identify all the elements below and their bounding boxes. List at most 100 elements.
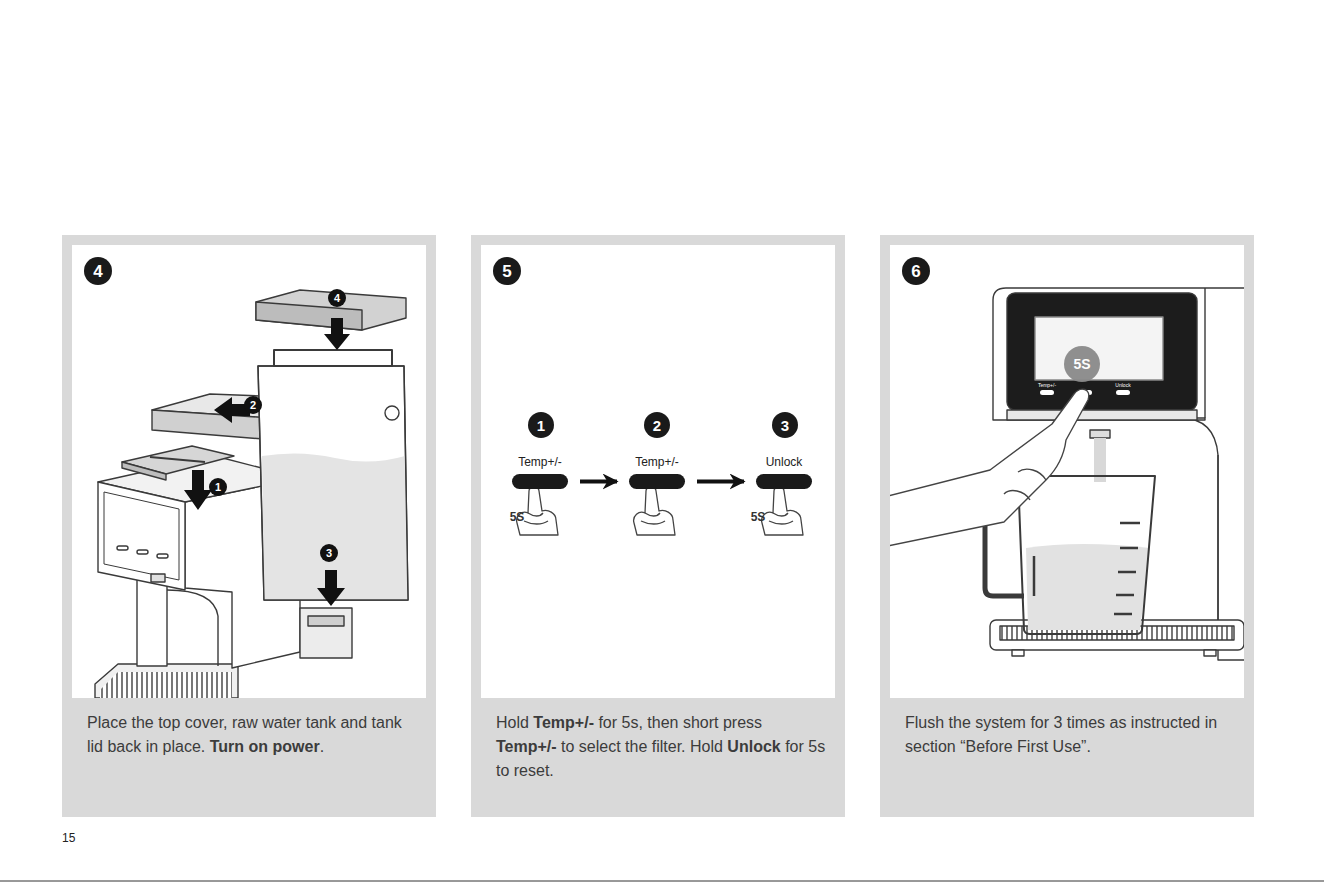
art-shape <box>1000 626 1234 640</box>
callout-number: 4 <box>328 289 346 307</box>
number-text: 2 <box>653 418 661 433</box>
text-run: 4 <box>334 292 340 304</box>
art-shape <box>1094 438 1106 482</box>
step-arrow <box>580 480 617 484</box>
art-shape <box>1012 650 1024 656</box>
text-run: 5S <box>1073 356 1090 372</box>
art-shape <box>1114 613 1132 616</box>
art-shape <box>185 478 300 668</box>
text-run: 3 <box>326 547 332 559</box>
art-shape <box>1034 523 1140 614</box>
art-shape <box>262 453 408 600</box>
page-number: 15 <box>62 832 92 845</box>
art-shape <box>151 574 165 582</box>
text-run: 2 <box>250 399 256 411</box>
art-shape <box>524 513 548 524</box>
text-run: Turn on power <box>210 738 320 755</box>
art-shape <box>256 290 406 330</box>
number-text: 6 <box>911 263 920 280</box>
sequence-number: 1 <box>528 412 554 438</box>
art-shape <box>634 487 675 535</box>
art-shape <box>1004 469 1046 500</box>
callout-number: 1 <box>209 478 227 496</box>
hand-drawings <box>517 487 803 535</box>
text-run: Temp+/- <box>518 455 562 469</box>
hold-time-badge: 5S <box>1064 346 1100 382</box>
hold-time-label: 5S <box>505 511 529 524</box>
step-number: 6 <box>902 257 930 285</box>
picture-area <box>890 245 1244 698</box>
text-run: Flush the system for 3 times as instruct… <box>905 714 1217 755</box>
art-shape <box>100 672 232 698</box>
picture-area <box>481 245 835 698</box>
art-shape <box>122 462 166 480</box>
art-shape <box>150 457 205 462</box>
text-run: Unlock <box>727 738 780 755</box>
art-shape <box>1118 571 1136 574</box>
art-shape <box>1116 390 1130 395</box>
art-shape <box>317 570 345 606</box>
number-text: 5 <box>502 263 511 280</box>
art-shape <box>1033 556 1036 596</box>
art-shape <box>1204 650 1216 656</box>
art-shape <box>1007 410 1197 420</box>
sequence-number: 3 <box>772 412 798 438</box>
step-panel: Place the top cover, raw water tank and … <box>62 235 436 817</box>
button-key: Unlock <box>748 455 820 489</box>
step-caption: Place the top cover, raw water tank and … <box>87 711 417 759</box>
art-shape <box>1026 544 1150 630</box>
text-run: Temp+/- <box>533 714 594 731</box>
art-shape <box>308 616 344 626</box>
number-text: 4 <box>93 263 102 280</box>
art-shape <box>184 318 350 606</box>
text-run: 3 <box>781 417 789 434</box>
text-run: 1 <box>215 481 221 493</box>
picture-area <box>72 245 426 698</box>
art-shape <box>258 366 408 600</box>
art-shape <box>104 492 179 580</box>
number-text: 3 <box>326 548 332 559</box>
text-run: 4 <box>93 262 102 281</box>
art-shape <box>634 487 675 535</box>
art-shape <box>137 578 167 666</box>
step-caption: Hold Temp+/- for 5s, then short press Te… <box>496 711 826 783</box>
art-shape <box>1120 522 1140 525</box>
hold-time-label: Temp+/- <box>1032 383 1062 389</box>
art-shape <box>152 394 362 442</box>
art-shape <box>1007 293 1197 410</box>
step-number: 5 <box>493 257 521 285</box>
art-shape <box>274 350 392 366</box>
art-shape <box>184 470 212 510</box>
callout-number: 3 <box>320 544 338 562</box>
art-shape <box>762 487 803 535</box>
art-shape <box>137 550 148 554</box>
step-number: 4 <box>84 257 112 285</box>
hold-time-label: Unlock <box>1108 383 1138 389</box>
art-shape <box>985 488 1024 596</box>
number-text: 2 <box>250 400 256 411</box>
art-shape <box>1205 288 1218 630</box>
step-caption: Flush the system for 3 times as instruct… <box>905 711 1235 759</box>
text-run: Hold <box>496 714 533 731</box>
step-panel: Hold Temp+/- for 5s, then short press Te… <box>471 235 845 817</box>
number-text: 1 <box>215 482 221 493</box>
reassembly-drawing <box>95 290 408 698</box>
art-shape <box>117 546 128 550</box>
text-run: Unlock <box>766 455 803 469</box>
number-text: 5S <box>1073 357 1090 371</box>
art-shape <box>990 620 1244 650</box>
step-panel: Flush the system for 3 times as instruct… <box>880 235 1254 817</box>
art-shape <box>167 590 218 666</box>
text-run: 2 <box>653 417 661 434</box>
art-shape <box>262 472 274 484</box>
art-shape <box>256 302 362 330</box>
art-shape <box>1040 390 1054 395</box>
text-run: 6 <box>911 262 920 281</box>
page-rule <box>0 881 1324 882</box>
text-run: Temp+/- <box>635 455 679 469</box>
art-shape <box>214 397 250 423</box>
button-key: Temp+/- <box>504 455 576 489</box>
step-arrow <box>697 480 744 484</box>
text-run: 5 <box>502 262 511 281</box>
